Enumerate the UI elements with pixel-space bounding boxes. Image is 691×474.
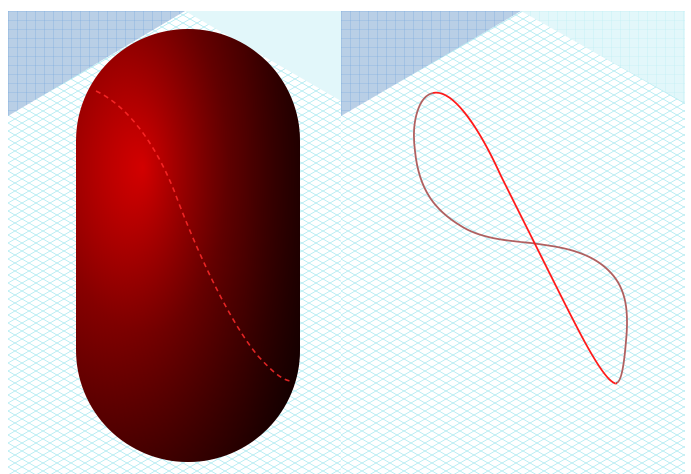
curve-panel bbox=[341, 11, 685, 474]
capsule-shading bbox=[76, 29, 300, 462]
capsule-panel bbox=[8, 11, 341, 474]
figure-eight-curve-front bbox=[432, 91, 618, 385]
capsule-scene bbox=[8, 11, 341, 474]
left-wall-grid bbox=[8, 11, 185, 116]
capsule-curve bbox=[95, 90, 291, 382]
floor-grid bbox=[341, 11, 685, 474]
figure-eight-curve-back bbox=[413, 92, 628, 384]
right-wall-grid bbox=[521, 11, 685, 103]
right-wall bbox=[185, 11, 341, 101]
curve-scene bbox=[341, 11, 685, 474]
left-wall-grid bbox=[341, 11, 521, 116]
